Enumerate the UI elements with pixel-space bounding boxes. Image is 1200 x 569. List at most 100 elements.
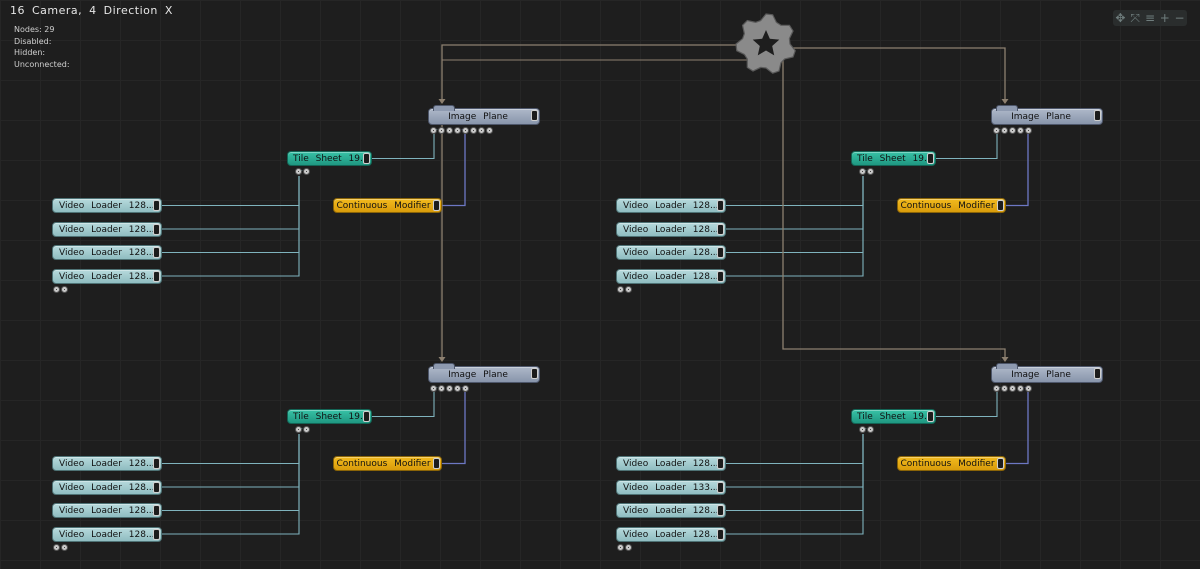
video-loader-node[interactable]: Video Loader 128... bbox=[616, 245, 726, 260]
node-output-handle[interactable] bbox=[717, 481, 724, 493]
node-output-handle[interactable] bbox=[1094, 110, 1101, 121]
port-socket[interactable] bbox=[859, 168, 866, 175]
continuous-modifier-node[interactable]: Continuous Modifier bbox=[897, 456, 1006, 471]
image-plane-node[interactable]: Image Plane bbox=[428, 363, 540, 383]
node-output-handle[interactable] bbox=[717, 247, 724, 258]
port-socket[interactable] bbox=[438, 385, 445, 392]
port-socket[interactable] bbox=[53, 543, 60, 551]
port-socket[interactable] bbox=[470, 127, 477, 134]
port-socket[interactable] bbox=[1009, 385, 1016, 392]
node-output-handle[interactable] bbox=[1094, 368, 1101, 379]
node-output-handle[interactable] bbox=[153, 270, 160, 282]
video-loader-ports[interactable] bbox=[53, 543, 68, 552]
video-loader-node[interactable]: Video Loader 128... bbox=[52, 456, 162, 471]
fit-icon[interactable]: ⤧ bbox=[1130, 11, 1140, 25]
port-socket[interactable] bbox=[1017, 385, 1024, 392]
node-output-handle[interactable] bbox=[153, 505, 160, 516]
port-socket[interactable] bbox=[61, 543, 68, 551]
image-plane-ports[interactable] bbox=[430, 127, 493, 135]
continuous-modifier-node[interactable]: Continuous Modifier bbox=[333, 456, 442, 471]
port-socket[interactable] bbox=[295, 426, 302, 433]
image-plane-node[interactable]: Image Plane bbox=[991, 105, 1103, 125]
port-socket[interactable] bbox=[1025, 127, 1032, 134]
port-socket[interactable] bbox=[1001, 385, 1008, 392]
port-socket[interactable] bbox=[446, 385, 453, 392]
node-output-handle[interactable] bbox=[153, 458, 160, 469]
video-loader-node[interactable]: Video Loader 128... bbox=[616, 526, 726, 542]
node-output-handle[interactable] bbox=[997, 458, 1004, 469]
video-loader-ports[interactable] bbox=[617, 285, 632, 294]
port-socket[interactable] bbox=[1025, 385, 1032, 392]
port-socket[interactable] bbox=[61, 285, 68, 293]
move-icon[interactable]: ✥ bbox=[1115, 11, 1126, 25]
node-output-handle[interactable] bbox=[717, 528, 724, 540]
port-socket[interactable] bbox=[53, 285, 60, 293]
video-loader-node[interactable]: Video Loader 128... bbox=[616, 503, 726, 518]
video-loader-node[interactable]: Video Loader 128... bbox=[52, 221, 162, 237]
node-output-handle[interactable] bbox=[717, 458, 724, 469]
port-socket[interactable] bbox=[993, 385, 1000, 392]
video-loader-ports[interactable] bbox=[617, 543, 632, 552]
node-output-handle[interactable] bbox=[927, 153, 934, 164]
tile-sheet-node[interactable]: Tile Sheet 19... bbox=[851, 409, 936, 424]
node-output-handle[interactable] bbox=[717, 200, 724, 211]
port-socket[interactable] bbox=[454, 127, 461, 134]
port-socket[interactable] bbox=[625, 543, 632, 551]
video-loader-node[interactable]: Video Loader 128... bbox=[616, 268, 726, 284]
port-socket[interactable] bbox=[478, 127, 485, 134]
image-plane-ports[interactable] bbox=[993, 385, 1032, 393]
node-output-handle[interactable] bbox=[433, 200, 440, 211]
menu-icon[interactable]: ≡ bbox=[1144, 11, 1156, 25]
port-socket[interactable] bbox=[859, 426, 866, 433]
port-socket[interactable] bbox=[617, 285, 624, 293]
node-output-handle[interactable] bbox=[927, 411, 934, 422]
port-socket[interactable] bbox=[617, 543, 624, 551]
node-output-handle[interactable] bbox=[531, 368, 538, 379]
port-socket[interactable] bbox=[867, 168, 874, 175]
image-plane-node[interactable]: Image Plane bbox=[991, 363, 1103, 383]
video-loader-node[interactable]: Video Loader 128... bbox=[52, 268, 162, 284]
node-output-handle[interactable] bbox=[433, 458, 440, 469]
tile-sheet-ports[interactable] bbox=[295, 168, 310, 176]
port-socket[interactable] bbox=[446, 127, 453, 134]
port-socket[interactable] bbox=[462, 385, 469, 392]
node-output-handle[interactable] bbox=[717, 505, 724, 516]
node-output-handle[interactable] bbox=[363, 411, 370, 422]
video-loader-node[interactable]: Video Loader 128... bbox=[52, 526, 162, 542]
zoom-in-icon[interactable]: + bbox=[1159, 11, 1170, 25]
node-output-handle[interactable] bbox=[153, 223, 160, 235]
node-output-handle[interactable] bbox=[997, 200, 1004, 211]
video-loader-node[interactable]: Video Loader 128... bbox=[616, 221, 726, 237]
port-socket[interactable] bbox=[430, 385, 437, 392]
node-output-handle[interactable] bbox=[153, 481, 160, 493]
port-socket[interactable] bbox=[625, 285, 632, 293]
port-socket[interactable] bbox=[1017, 127, 1024, 134]
tile-sheet-ports[interactable] bbox=[859, 168, 874, 176]
zoom-out-icon[interactable]: − bbox=[1174, 11, 1185, 25]
camera-gear-icon[interactable] bbox=[732, 10, 800, 78]
port-socket[interactable] bbox=[867, 426, 874, 433]
continuous-modifier-node[interactable]: Continuous Modifier bbox=[333, 198, 442, 213]
video-loader-node[interactable]: Video Loader 133... bbox=[616, 479, 726, 495]
port-socket[interactable] bbox=[462, 127, 469, 134]
video-loader-node[interactable]: Video Loader 128... bbox=[52, 503, 162, 518]
node-output-handle[interactable] bbox=[363, 153, 370, 164]
node-output-handle[interactable] bbox=[153, 528, 160, 540]
port-socket[interactable] bbox=[303, 426, 310, 433]
port-socket[interactable] bbox=[993, 127, 1000, 134]
port-socket[interactable] bbox=[1001, 127, 1008, 134]
video-loader-node[interactable]: Video Loader 128... bbox=[616, 456, 726, 471]
video-loader-ports[interactable] bbox=[53, 285, 68, 294]
tile-sheet-node[interactable]: Tile Sheet 19... bbox=[851, 151, 936, 166]
port-socket[interactable] bbox=[295, 168, 302, 175]
port-socket[interactable] bbox=[454, 385, 461, 392]
tile-sheet-ports[interactable] bbox=[295, 426, 310, 434]
port-socket[interactable] bbox=[486, 127, 493, 134]
tile-sheet-node[interactable]: Tile Sheet 19... bbox=[287, 151, 372, 166]
node-output-handle[interactable] bbox=[717, 223, 724, 235]
image-plane-node[interactable]: Image Plane bbox=[428, 105, 540, 125]
node-output-handle[interactable] bbox=[717, 270, 724, 282]
node-output-handle[interactable] bbox=[153, 200, 160, 211]
video-loader-node[interactable]: Video Loader 128... bbox=[52, 479, 162, 495]
